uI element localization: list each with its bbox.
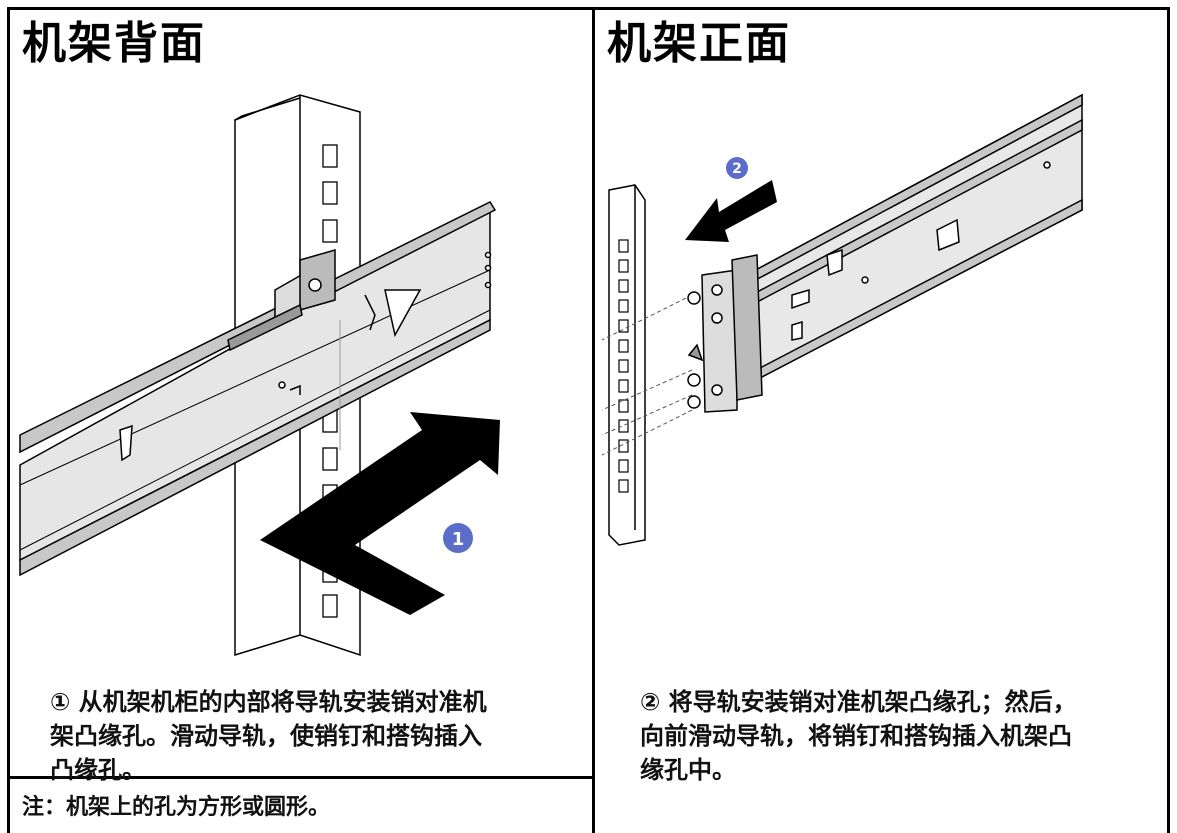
note-label: 注： bbox=[22, 795, 67, 820]
left-caption-line-3: 凸缘孔。 bbox=[50, 756, 146, 784]
right-caption-line-2: 向前滑动导轨，将销钉和搭钩插入机架凸 bbox=[640, 722, 1072, 750]
right-panel-title: 机架正面 bbox=[607, 18, 791, 69]
left-panel-title: 机架背面 bbox=[22, 18, 206, 69]
front-slide-rail bbox=[736, 93, 1083, 392]
rail-bracket bbox=[227, 249, 336, 352]
note-divider bbox=[7, 776, 594, 779]
right-caption: ② 将导轨安装销对准机架凸缘孔；然后， 向前滑动导轨，将销钉和搭钩插入机架凸 缘… bbox=[640, 685, 1160, 787]
frame-border-left bbox=[7, 7, 10, 833]
rack-rear-illustration: 1 bbox=[19, 94, 500, 657]
svg-text:2: 2 bbox=[732, 161, 742, 177]
right-caption-line-1: ② 将导轨安装销对准机架凸缘孔；然后， bbox=[640, 688, 1077, 716]
rack-flange-holes bbox=[618, 239, 629, 493]
svg-text:1: 1 bbox=[452, 529, 465, 550]
alignment-guides bbox=[601, 294, 693, 456]
note-text: 机架上的孔为方形或圆形。 bbox=[66, 795, 331, 820]
front-rail-bracket bbox=[687, 254, 763, 413]
right-caption-line-3: 缘孔中。 bbox=[640, 756, 736, 784]
step-2-badge: 2 bbox=[726, 157, 748, 179]
panel-divider bbox=[592, 7, 595, 833]
left-caption-line-2: 架凸缘孔。滑动导轨，使销钉和搭钩插入 bbox=[50, 722, 482, 750]
frame-border-top bbox=[7, 7, 1170, 10]
note: 注：机架上的孔为方形或圆形。 bbox=[22, 792, 330, 824]
rack-front-illustration: 2 bbox=[601, 93, 1083, 546]
insert-direction-arrow bbox=[260, 412, 500, 615]
step-1-badge: 1 bbox=[443, 523, 473, 553]
left-caption-line-1: ① 从机架机柜的内部将导轨安装销对准机 bbox=[50, 688, 487, 716]
left-caption: ① 从机架机柜的内部将导轨安装销对准机 架凸缘孔。滑动导轨，使销钉和搭钩插入 凸… bbox=[50, 685, 580, 787]
slide-direction-arrow bbox=[685, 180, 777, 242]
frame-border-right bbox=[1167, 7, 1170, 833]
